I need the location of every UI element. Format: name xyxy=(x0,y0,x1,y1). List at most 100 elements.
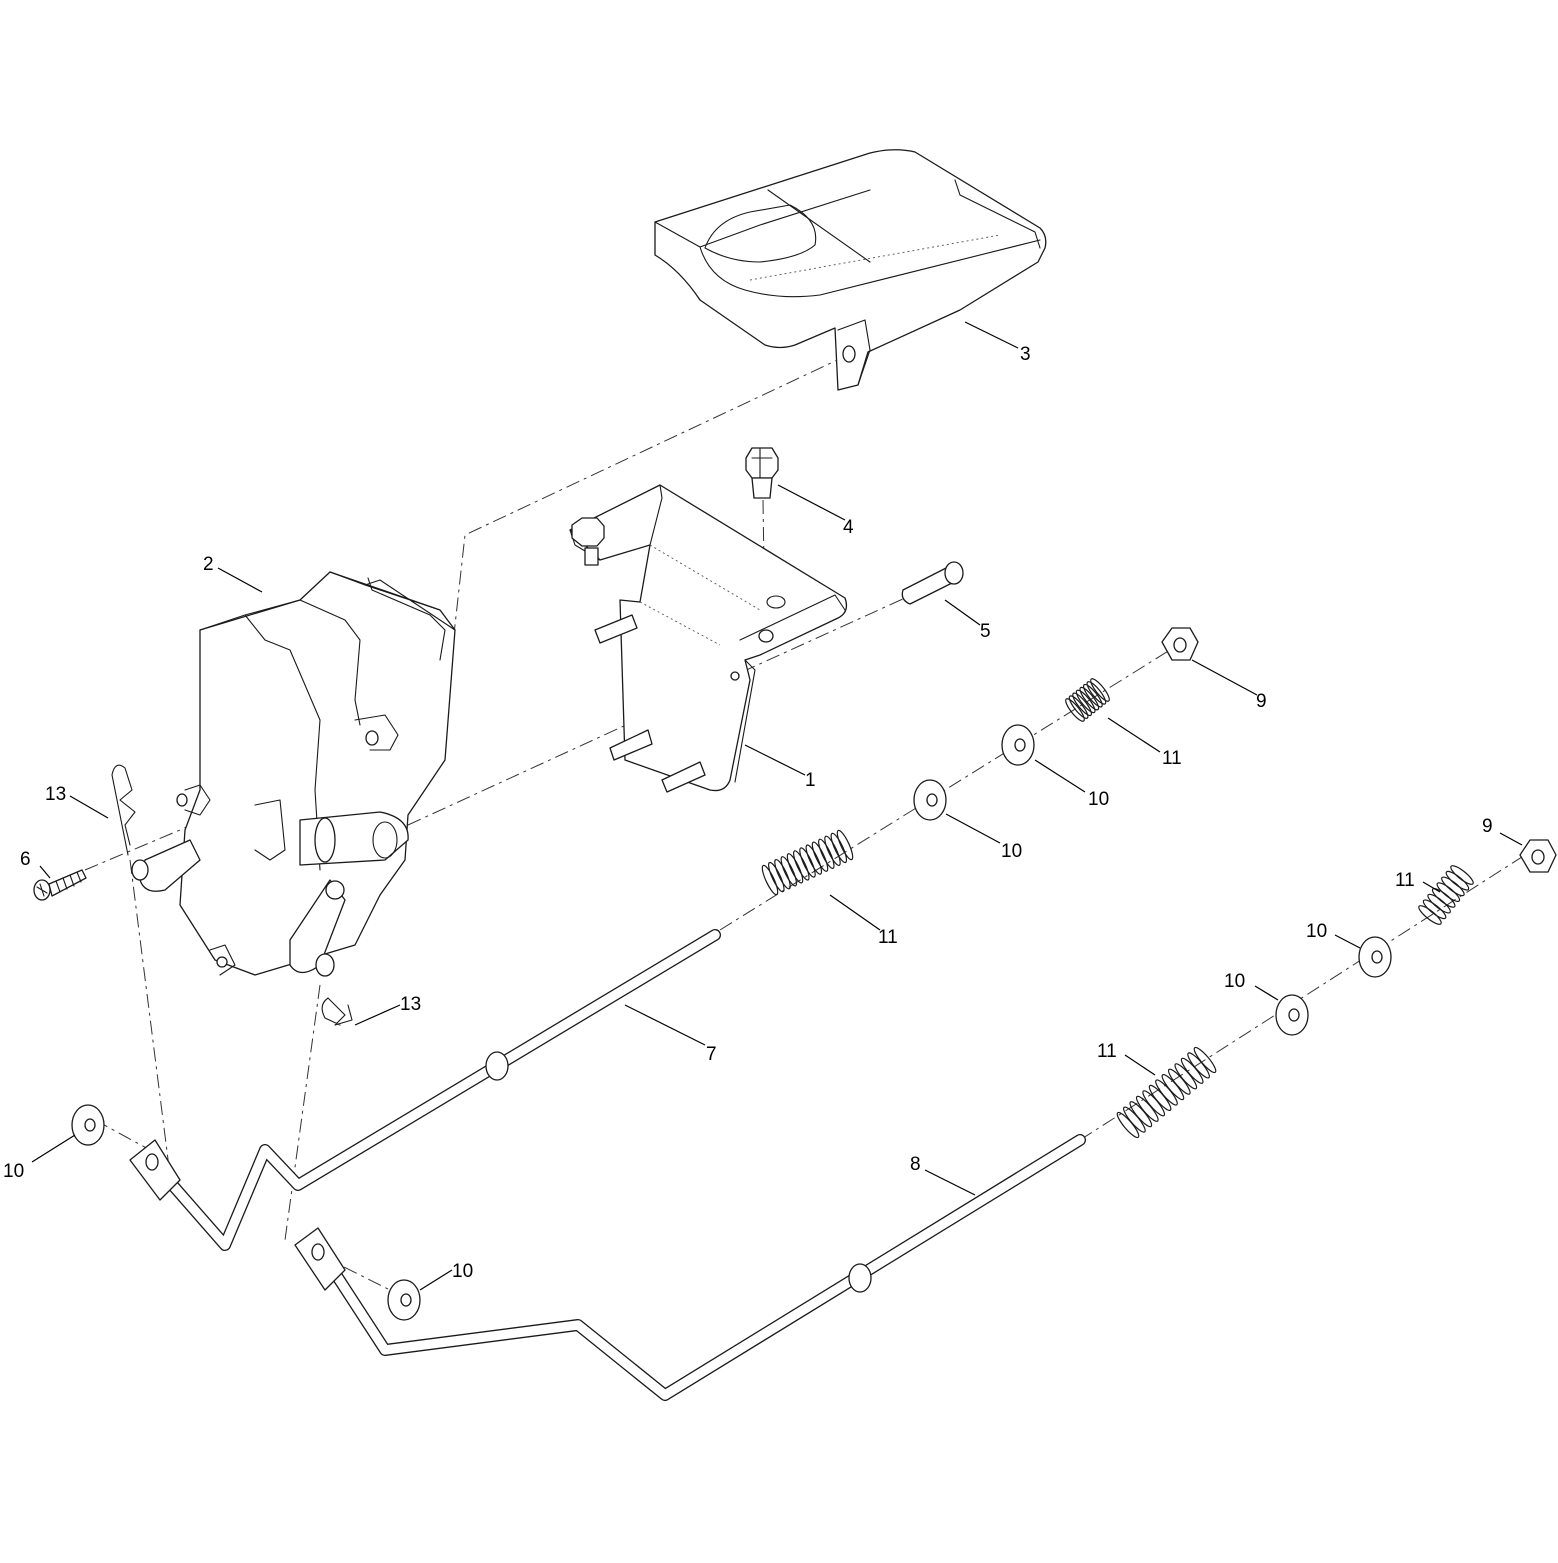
cover-ridge xyxy=(767,189,871,263)
housing-foot-hole xyxy=(216,956,228,968)
rod-8-outline xyxy=(314,1134,1086,1401)
rod-7-fill xyxy=(150,930,720,1250)
screw-thread-marks xyxy=(55,871,82,893)
centerline-rod-8 xyxy=(1079,854,1526,1141)
housing-side-tab xyxy=(254,799,286,861)
callout-13-upper: 13 xyxy=(45,784,66,805)
bracket-pin-hole xyxy=(730,671,740,681)
rod-7-end-tab xyxy=(129,1139,181,1201)
spring-coil xyxy=(811,841,829,872)
centerline-screw xyxy=(84,759,331,871)
washer-upper-mid xyxy=(913,779,947,821)
housing-right-lever xyxy=(289,879,346,974)
spring-coil xyxy=(1441,876,1465,897)
callout-8: 8 xyxy=(910,1154,921,1175)
hairpin-clip-upper xyxy=(111,764,136,856)
spring-coil xyxy=(1450,865,1474,885)
bracket-bolt-hole xyxy=(758,629,774,643)
screw-part-6 xyxy=(33,869,87,901)
callout-11-right: 11 xyxy=(1395,870,1415,891)
screw-slot xyxy=(36,883,48,897)
bolt-shank xyxy=(751,477,773,499)
cover-front-edge xyxy=(699,239,1041,298)
cover-body xyxy=(654,149,1047,391)
bracket-edge xyxy=(734,659,756,783)
callout-9-upper: 9 xyxy=(1256,691,1267,712)
spring-coil xyxy=(786,853,804,884)
rod-8-collar xyxy=(848,1263,872,1293)
cover-hidden-edge xyxy=(749,234,1001,281)
spring-coil xyxy=(1418,905,1442,925)
spring-coil xyxy=(1083,683,1103,708)
bracket-hidden-edges xyxy=(639,544,761,646)
spring-coil xyxy=(1422,899,1447,920)
spring-coil xyxy=(1065,698,1085,722)
bracket-plate xyxy=(569,484,848,792)
centerline-clip-right xyxy=(284,984,321,1241)
callout-11-lower: 11 xyxy=(1097,1041,1117,1062)
leader-lines xyxy=(31,321,1523,1291)
spring-coil xyxy=(1427,893,1451,914)
spring-coil xyxy=(830,832,848,864)
bracket-stud-middle xyxy=(609,729,653,761)
spring-coil xyxy=(761,864,779,896)
callout-13-lower: 13 xyxy=(400,994,421,1015)
nut-upper xyxy=(1161,627,1199,661)
bolt-head xyxy=(745,447,779,479)
housing-left-lever xyxy=(139,839,201,892)
callout-10-bottom: 10 xyxy=(452,1261,473,1282)
pin-shank xyxy=(901,565,959,605)
spring-upper-long xyxy=(761,829,854,896)
nuts-part-9 xyxy=(1161,627,1557,873)
spring-coil xyxy=(836,829,854,861)
spring-coil xyxy=(1148,1084,1172,1111)
spring-coil xyxy=(1431,888,1456,908)
spring-coil xyxy=(1135,1095,1159,1122)
spring-coil xyxy=(1193,1046,1217,1074)
housing-lid xyxy=(367,577,446,661)
spring-coil xyxy=(1129,1101,1153,1128)
callout-2: 2 xyxy=(203,554,214,575)
callout-7: 7 xyxy=(706,1044,717,1065)
housing-left-lever-pin xyxy=(131,859,149,881)
spring-coil xyxy=(1075,689,1096,714)
bolt-part-4 xyxy=(745,447,779,499)
callout-10-upper-right: 10 xyxy=(1088,789,1109,810)
spring-coil xyxy=(793,850,810,881)
rod-7-end-hole xyxy=(145,1153,159,1171)
spring-coil xyxy=(1068,695,1089,719)
callout-10-lower-mid: 10 xyxy=(1224,971,1245,992)
spring-coil xyxy=(1079,686,1100,711)
cover-tab xyxy=(954,179,1041,249)
spring-lower-long xyxy=(1116,1046,1217,1139)
housing-shaft xyxy=(314,817,336,863)
bracket-stud-top xyxy=(594,614,638,644)
rod-8-end-hole xyxy=(311,1243,325,1261)
spring-coil xyxy=(1116,1111,1140,1139)
clip-lower-wire xyxy=(321,997,353,1026)
spring-coil xyxy=(1167,1068,1191,1095)
spring-coil xyxy=(774,859,791,890)
bracket-bolt-head xyxy=(571,517,605,547)
spring-lower-short xyxy=(1418,865,1474,925)
callout-5: 5 xyxy=(980,621,991,642)
housing-right-lever-pin xyxy=(315,953,335,977)
callout-labels: 1 2 3 4 5 6 7 8 9 9 10 10 10 10 10 10 11… xyxy=(3,344,1493,1282)
spring-coil xyxy=(805,844,823,875)
housing-seam xyxy=(244,614,321,871)
housing-part-2 xyxy=(131,571,456,977)
washer-lower-mid xyxy=(1275,994,1309,1036)
spring-coil xyxy=(824,835,841,866)
spring-coil xyxy=(1161,1074,1185,1101)
callout-9-lower: 9 xyxy=(1482,816,1493,837)
washers-part-10 xyxy=(71,724,1392,1321)
cover-part-3 xyxy=(654,149,1047,391)
rod-part-8 xyxy=(294,1134,1086,1401)
bolt-head-facets xyxy=(751,447,773,479)
spring-coil xyxy=(1090,678,1110,702)
spring-coil xyxy=(1180,1057,1204,1084)
callout-10-lower-right: 10 xyxy=(1306,921,1327,942)
housing-foot xyxy=(209,944,236,976)
callout-11-middle: 11 xyxy=(878,927,898,948)
